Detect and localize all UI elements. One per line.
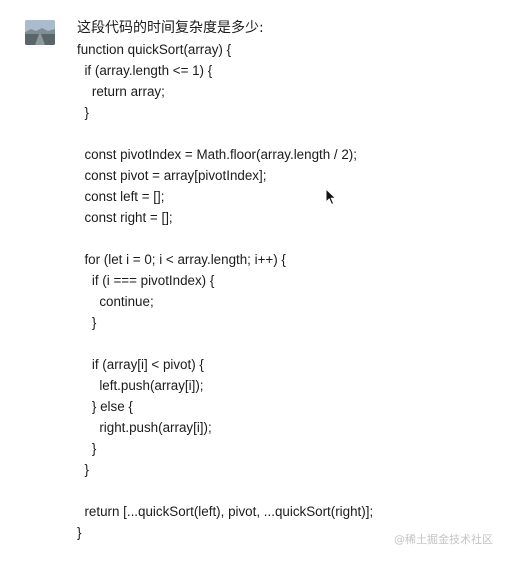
code-line: left.push(array[i]);	[77, 378, 204, 393]
code-line	[77, 228, 497, 249]
question-text: 这段代码的时间复杂度是多少:	[77, 20, 264, 36]
code-line	[77, 333, 497, 354]
code-line: const left = [];	[77, 189, 165, 204]
code-line: }	[77, 525, 82, 540]
code-line: if (array.length <= 1) {	[77, 63, 213, 78]
code-line: const pivot = array[pivotIndex];	[77, 168, 267, 183]
code-block: function quickSort(array) { if (array.le…	[77, 39, 497, 543]
code-line: right.push(array[i]);	[77, 420, 212, 435]
code-line	[77, 480, 497, 501]
code-line: }	[77, 441, 97, 456]
code-line: if (i === pivotIndex) {	[77, 273, 215, 288]
user-avatar	[25, 20, 55, 45]
code-line: function quickSort(array) {	[77, 42, 232, 57]
code-line: return array;	[77, 84, 165, 99]
code-line: if (array[i] < pivot) {	[77, 357, 204, 372]
code-line: } else {	[77, 399, 133, 414]
code-line: return [...quickSort(left), pivot, ...qu…	[77, 504, 374, 519]
chat-message: 这段代码的时间复杂度是多少: function quickSort(array)…	[77, 17, 497, 543]
avatar-image	[25, 20, 55, 45]
code-line: for (let i = 0; i < array.length; i++) {	[77, 252, 286, 267]
code-line: const pivotIndex = Math.floor(array.leng…	[77, 147, 357, 162]
code-line: continue;	[77, 294, 154, 309]
watermark: @稀土掘金技术社区	[394, 533, 493, 546]
code-line: const right = [];	[77, 210, 173, 225]
code-line: }	[77, 105, 89, 120]
code-line	[77, 123, 497, 144]
code-line: }	[77, 462, 89, 477]
mouse-cursor-icon	[325, 188, 337, 206]
code-line: }	[77, 315, 97, 330]
